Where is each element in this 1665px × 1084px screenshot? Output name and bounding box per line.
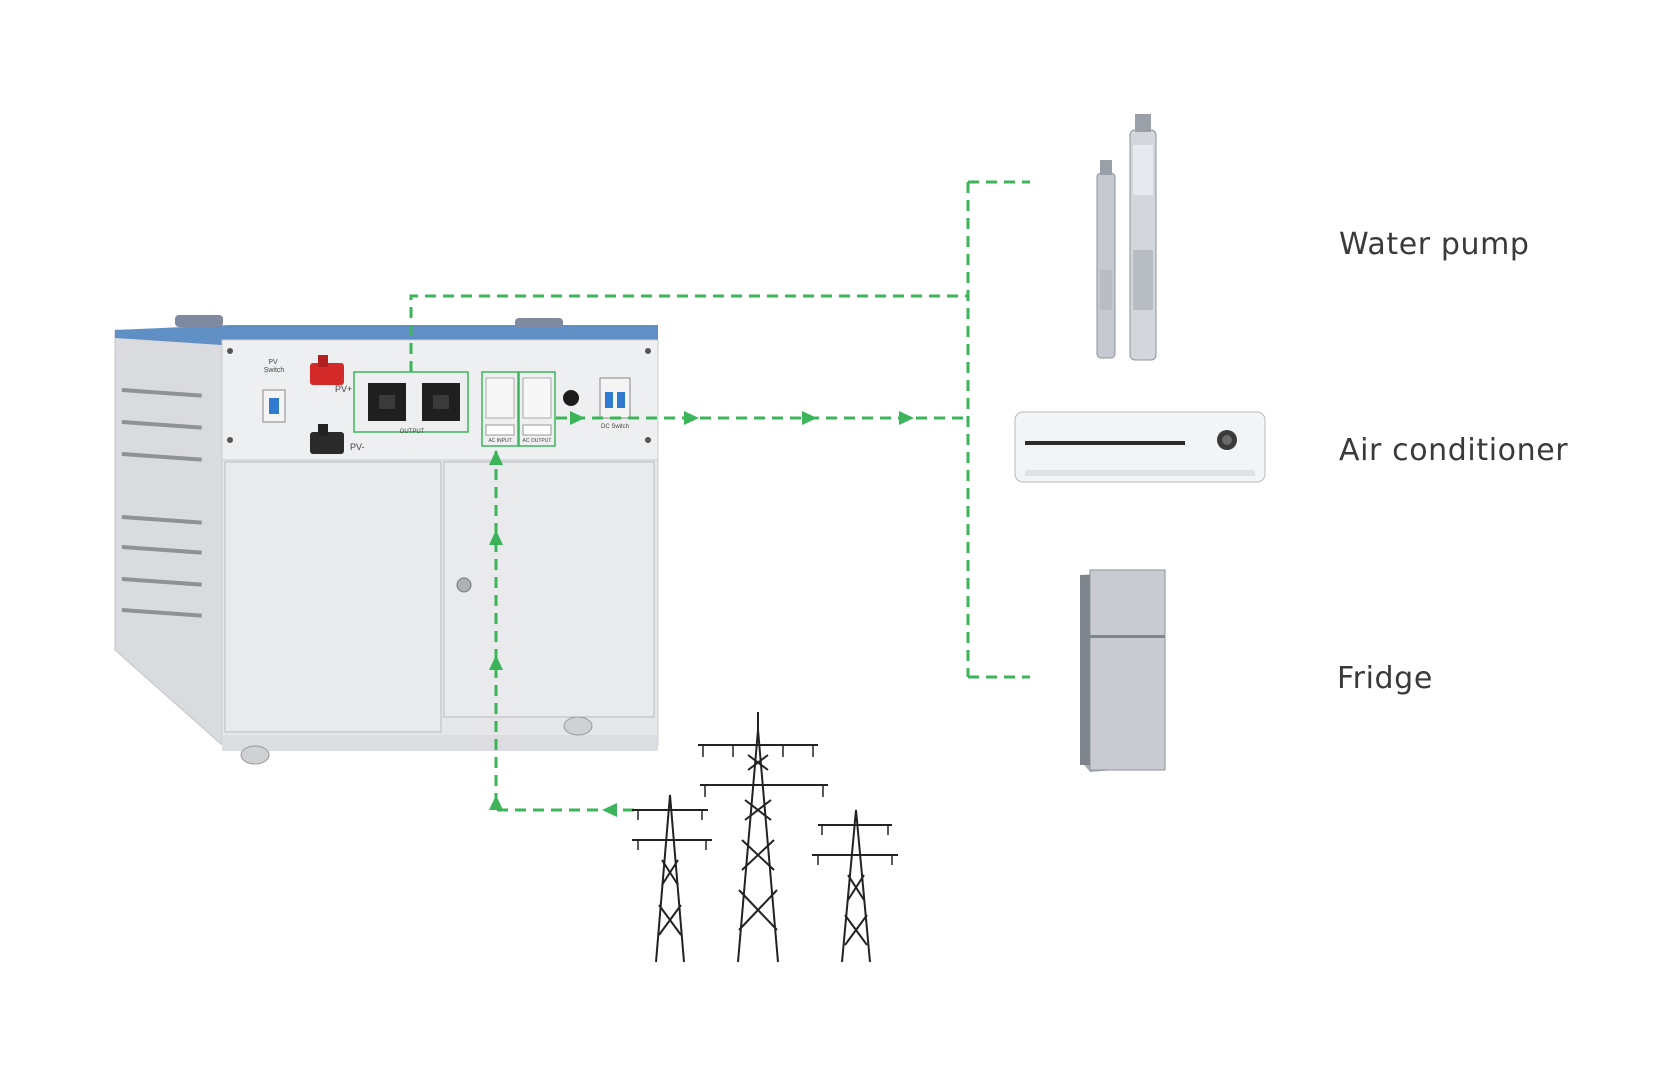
arrow-right <box>899 411 914 425</box>
dc-switch-label: DC Switch <box>601 424 629 430</box>
arrow-right <box>802 411 817 425</box>
power-tower-icon <box>632 712 898 962</box>
pv-plus-label: PV+ <box>335 384 352 394</box>
pv-switch-label-line2: Switch <box>264 367 285 374</box>
load-label-fridge: Fridge <box>1337 661 1433 696</box>
air-conditioner-icon <box>1015 412 1265 482</box>
output-label: OUTPUT <box>400 429 425 435</box>
power-knob <box>563 390 579 406</box>
ac-input-label: AC INPUT <box>488 438 511 444</box>
arrow-up <box>489 795 503 810</box>
ac-output-label: AC OUTPUT <box>523 438 552 444</box>
ac-terminals: AC INPUT AC OUTPUT <box>482 372 555 446</box>
pv-switch-label-line1: PV <box>268 359 278 366</box>
fridge-icon <box>1080 570 1165 772</box>
water-pump-icon <box>1097 114 1156 360</box>
pv-switch: PV Switch <box>263 359 285 422</box>
arrow-left <box>602 803 617 817</box>
load-label-air-conditioner: Air conditioner <box>1339 433 1568 468</box>
pv-minus-label: PV- <box>350 442 365 452</box>
load-label-water-pump: Water pump <box>1339 227 1530 262</box>
energy-storage-cabinet: PV Switch PV+ PV- OUTPUT <box>115 315 658 764</box>
arrow-right <box>684 411 699 425</box>
